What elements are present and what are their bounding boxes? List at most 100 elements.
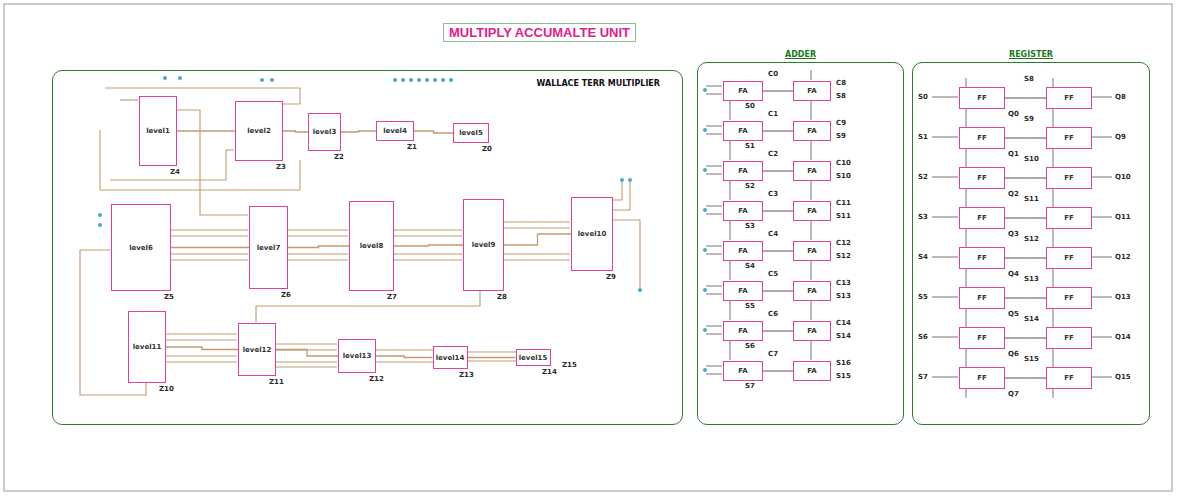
block-name: FF	[977, 174, 987, 182]
signal-label: Q13	[1115, 293, 1131, 302]
wire-connector	[276, 350, 338, 357]
signal-label: S0	[918, 93, 928, 102]
wire-connector	[763, 91, 793, 92]
signal-label: S13	[1024, 275, 1039, 284]
block-name: FF	[1064, 94, 1074, 102]
signal-label: S8	[1024, 75, 1034, 84]
block-name: level7	[257, 244, 281, 252]
signal-label: S16	[836, 359, 851, 368]
wire-connector	[763, 251, 793, 252]
block-name: FA	[807, 167, 816, 175]
block-name: FA	[738, 287, 747, 295]
block-name: FA	[738, 327, 747, 335]
signal-label: S10	[836, 172, 851, 181]
panel-heading: WALLACE TERR MULTIPLIER	[537, 79, 660, 88]
signal-label: Z10	[159, 385, 174, 394]
wire-connector	[376, 356, 433, 358]
level-block: level10	[571, 197, 613, 271]
level-block: level8	[349, 201, 394, 291]
level-block: level4	[376, 121, 414, 141]
group-panel: WALLACE TERR MULTIPLIER level1 level2 level…	[52, 70, 683, 425]
wire-connector	[171, 247, 249, 248]
full-adder-box: FA	[793, 361, 831, 381]
signal-label: S2	[745, 182, 755, 191]
signal-label: S11	[836, 212, 851, 221]
full-adder-box: FA	[793, 81, 831, 101]
block-name: level11	[133, 343, 162, 351]
signal-label: Z2	[334, 153, 344, 162]
signal-label: S9	[836, 132, 846, 141]
wire-connector	[414, 131, 453, 133]
full-adder-box: FA	[723, 361, 763, 381]
wire-connector	[394, 245, 463, 246]
block-name: FA	[738, 127, 747, 135]
wire-connector	[1005, 338, 1046, 339]
full-adder-box: FA	[723, 81, 763, 101]
adder-pin-dots	[703, 88, 707, 372]
block-name: FA	[807, 327, 816, 335]
block-name: FF	[1064, 294, 1074, 302]
level-block: level5	[453, 123, 489, 143]
block-name: FA	[807, 247, 816, 255]
wire-connector	[1005, 378, 1046, 379]
signal-label: C7	[768, 350, 778, 359]
signal-label: Z13	[459, 371, 474, 380]
signal-label: C2	[768, 150, 778, 159]
wire-connector	[177, 130, 235, 131]
level-block: level3	[308, 113, 341, 151]
signal-label: S3	[745, 222, 755, 231]
full-adder-box: FA	[793, 201, 831, 221]
signal-label: S4	[918, 253, 928, 262]
flip-flop-box: FF	[1046, 247, 1092, 269]
signal-label: Q5	[1008, 310, 1019, 319]
signal-label: S7	[745, 382, 755, 391]
full-adder-box: FA	[723, 241, 763, 261]
signal-label: S2	[918, 173, 928, 182]
flip-flop-box: FF	[1046, 327, 1092, 349]
block-name: FA	[807, 127, 816, 135]
signal-label: S11	[1024, 195, 1039, 204]
signal-label: S14	[836, 332, 851, 341]
signal-label: Q8	[1115, 93, 1126, 102]
full-adder-box: FA	[723, 121, 763, 141]
block-name: FA	[738, 87, 747, 95]
level-block: level14	[433, 346, 468, 369]
signal-label: C11	[836, 199, 851, 208]
block-name: level12	[243, 346, 272, 354]
wire-connector	[763, 291, 793, 292]
signal-label: S3	[918, 213, 928, 222]
signal-label: C10	[836, 159, 851, 168]
signal-label: C12	[836, 239, 851, 248]
signal-label: S1	[745, 142, 755, 151]
wire-connector	[763, 171, 793, 172]
signal-label: Q10	[1115, 173, 1131, 182]
signal-label: Q1	[1008, 150, 1019, 159]
signal-label: C4	[768, 230, 778, 239]
signal-label: Q0	[1008, 110, 1019, 119]
flip-flop-box: FF	[959, 127, 1005, 149]
signal-label: C13	[836, 279, 851, 288]
signal-label: C5	[768, 270, 778, 279]
signal-label: Q6	[1008, 350, 1019, 359]
signal-label: Z3	[276, 163, 286, 172]
full-adder-box: FA	[793, 161, 831, 181]
level-block: level1	[139, 96, 177, 166]
block-name: level2	[247, 127, 271, 135]
block-name: FA	[807, 287, 816, 295]
signal-label: C6	[768, 310, 778, 319]
wire-connector	[763, 131, 793, 132]
block-name: FF	[977, 374, 987, 382]
signal-label: Q12	[1115, 253, 1131, 262]
wire-connector	[288, 246, 349, 248]
signal-label: Q4	[1008, 270, 1019, 279]
signal-label: Z14	[542, 368, 557, 377]
signal-label: Q14	[1115, 333, 1131, 342]
block-name: level9	[472, 241, 496, 249]
signal-label: C0	[768, 70, 778, 79]
signal-label: Z7	[387, 293, 397, 302]
full-adder-box: FA	[723, 281, 763, 301]
block-name: level5	[459, 129, 483, 137]
block-name: FF	[977, 214, 987, 222]
block-name: level13	[343, 352, 372, 360]
